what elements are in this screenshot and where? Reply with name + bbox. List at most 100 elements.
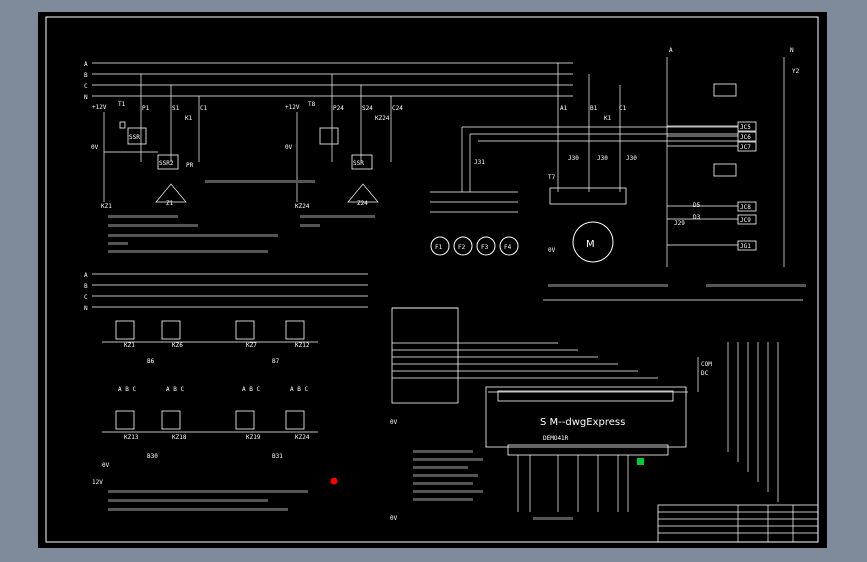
fan-label-3: F3 [481, 244, 489, 251]
contact-j31: J31 [474, 159, 485, 166]
label-b30: B30 [147, 453, 158, 460]
bottom-bus: A B C N [84, 272, 368, 312]
coil-jc5-label: JC5 [740, 124, 751, 131]
fan-label-2: F2 [458, 244, 466, 251]
bus-label-b: B [84, 72, 88, 79]
supply-12v: +12V [92, 104, 107, 111]
relay-kz24: KZ24 [295, 203, 310, 210]
fan-label-4: F4 [504, 244, 512, 251]
label-b31: B31 [272, 453, 283, 460]
label-b7: B7 [272, 358, 280, 365]
bottom-bus-b: B [84, 283, 88, 290]
kz19-bottom: KZ19 [246, 434, 261, 441]
motor-phase-b1: B1 [590, 105, 598, 112]
abc-1: A B C [118, 386, 136, 393]
contactor-row-1[interactable]: KZ1 KZ6 KZ7 KZ12 B6 B7 [102, 320, 318, 365]
coil-jc9-label: JC9 [740, 217, 751, 224]
plc-interface-block [391, 307, 459, 404]
label-b6: B6 [147, 358, 155, 365]
bus-label-c: C [84, 83, 88, 90]
abc-3: A B C [242, 386, 260, 393]
fan-f1[interactable] [430, 236, 450, 256]
plc-area[interactable]: S M--dwgExpress DEMO41R COM DC 0V 0V [390, 284, 806, 522]
red-marker[interactable] [330, 477, 338, 485]
heater-circuit-1[interactable]: +12V T1 0V P1 S1 C1 K1 SSR SSR2 PR Z1 KZ… [91, 74, 208, 210]
coil-jc7-label: JC7 [740, 144, 751, 151]
phase-c24: C24 [392, 105, 403, 112]
contact-j30-a: J30 [568, 155, 579, 162]
motor-circuit[interactable]: A1 B1 C1 K1 J31 J30 J30 J30 T7 M 0V F1 F… [430, 63, 738, 263]
abc-4: A B C [290, 386, 308, 393]
coil-jc5[interactable] [737, 121, 757, 132]
relay-k1: K1 [185, 115, 193, 122]
bus-label-n: N [84, 94, 88, 101]
ladder-j29: J29 [674, 220, 685, 227]
bottom-bus-c: C [84, 294, 88, 301]
relay-kz24-top: KZ24 [375, 115, 390, 122]
fan-f2[interactable] [453, 236, 473, 256]
bus-label-a: A [84, 61, 88, 68]
contactor-row-2[interactable]: A B C A B C A B C A B C KZ13 KZ18 KZ19 K… [92, 386, 318, 486]
kz6-bottom: KZ6 [172, 342, 183, 349]
fan-label-1: F1 [435, 244, 443, 251]
plc-logo: S M--dwgExpress [540, 417, 625, 428]
zero-volt-2: 0V [285, 144, 293, 151]
fan-f4[interactable] [499, 236, 519, 256]
pr-label: PR [186, 162, 194, 169]
plc-top-terminals[interactable] [497, 390, 674, 402]
motor-phase-c1: C1 [619, 105, 627, 112]
kz7-bottom: KZ7 [246, 342, 257, 349]
green-marker[interactable] [637, 458, 644, 465]
kz12-bottom: KZ12 [295, 342, 310, 349]
ladder-d3: D3 [693, 214, 701, 221]
plc-com: COM [701, 361, 712, 368]
coil-jc6[interactable] [737, 131, 757, 142]
plc-bottom-terminals[interactable] [507, 444, 669, 456]
contact-j30-b: J30 [597, 155, 608, 162]
coil-jc8[interactable] [737, 201, 757, 212]
heater-z1: Z1 [166, 200, 174, 207]
supply-12v-2: +12V [285, 104, 300, 111]
drawing-sheet: A B C N +12V T1 0V P1 S1 C1 K1 SSR SSR2 … [38, 12, 827, 548]
kz18-bottom: KZ18 [172, 434, 187, 441]
ladder-d5: D5 [693, 202, 701, 209]
fan-f3[interactable] [476, 236, 496, 256]
phase-s24: S24 [362, 105, 373, 112]
plc-notes [413, 450, 573, 520]
bottom-bus-n: N [84, 305, 88, 312]
ladder-n: N [790, 47, 794, 54]
t7-label: T7 [548, 174, 556, 181]
plc-dc: DC [701, 370, 709, 377]
plc-body[interactable] [485, 386, 687, 448]
ladder-y2: Y2 [792, 68, 800, 75]
top-bus: A B C N [84, 61, 573, 101]
coil-jc8-label: JC8 [740, 204, 751, 211]
coil-jg1[interactable] [737, 240, 757, 251]
motor-symbol[interactable] [572, 221, 614, 263]
schematic-canvas[interactable]: A B C N +12V T1 0V P1 S1 C1 K1 SSR SSR2 … [38, 12, 827, 548]
zero-volt: 0V [91, 144, 99, 151]
plc-model: DEMO41R [543, 435, 569, 442]
title-block[interactable] [657, 504, 819, 543]
ssr-block [127, 127, 147, 145]
sheet-border [45, 16, 819, 543]
heater-circuit-2[interactable]: +12V T8 0V P24 S24 C24 KZ24 SSR Z24 KZ24 [285, 74, 403, 210]
ssr-label-2: SSR [353, 160, 364, 167]
ssr2-label: SSR2 [159, 160, 174, 167]
coil-jc7[interactable] [737, 141, 757, 152]
heater-z24: Z24 [357, 200, 368, 207]
phase-s1: S1 [172, 105, 180, 112]
coil-jc9[interactable] [737, 214, 757, 225]
ssr2-block [157, 154, 179, 170]
ssr-label: SSR [129, 134, 140, 141]
phase-c1: C1 [200, 105, 208, 112]
relay-ladder[interactable]: A N Y2 JC5 JC6 JC7 JC8 JC9 JG1 D5 D3 J29 [666, 47, 800, 267]
notes-bottom-left [108, 490, 308, 511]
ladder-a: A [669, 47, 673, 54]
plc-zero-bottom: 0V [390, 515, 398, 522]
phase-p24: P24 [333, 105, 344, 112]
motor-label: M [586, 239, 595, 250]
abc-2: A B C [166, 386, 184, 393]
kz13-bottom: KZ13 [124, 434, 139, 441]
kz1-bottom: KZ1 [124, 342, 135, 349]
